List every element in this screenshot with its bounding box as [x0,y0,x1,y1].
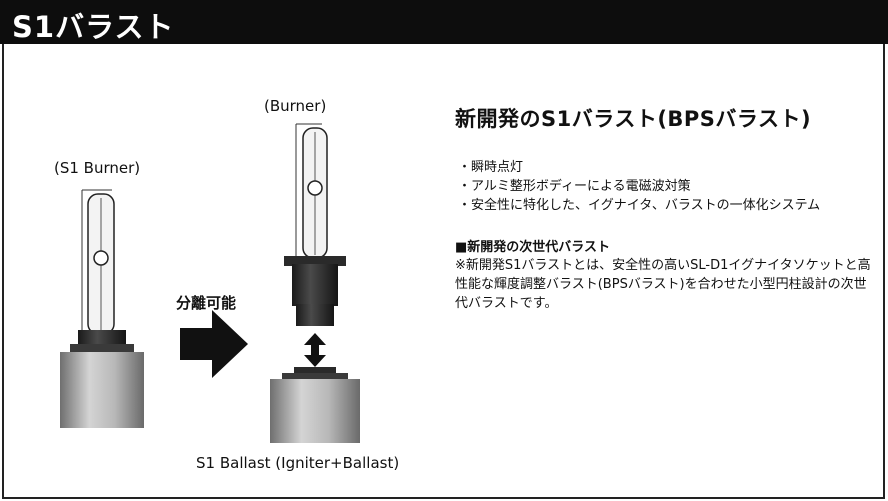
s1-burner-assembly [60,189,144,428]
section-heading: 新開発のS1バラスト(BPSバラスト) [455,107,812,131]
header-bar: S1バラスト [0,0,888,44]
page-title: S1バラスト [12,10,175,44]
s1-burner-label: (S1 Burner) [54,159,141,177]
separate-arrow-icon [180,310,248,378]
ballast-label: S1 Ballast (Igniter+Ballast) [196,454,400,472]
description-text: ※新開発S1バラストとは、安全性の高いSL-D1イグナイタソケットと高性能な輝度… [455,258,871,311]
burner-label: (Burner) [264,97,327,115]
feature-list: ・瞬時点灯 ・アルミ整形ボディーによる電磁波対策 ・安全性に特化した、イグナイタ… [458,158,820,215]
burner-base [292,264,338,306]
separable-label: 分離可能 [176,294,237,312]
ballast-cylinder [270,379,360,443]
burner-separated [284,123,346,326]
ballast-separated [270,367,360,443]
sub-heading: ■新開発の次世代バラスト [455,240,611,255]
ballast-cylinder [60,352,144,428]
feature-item: ・瞬時点灯 [458,160,524,175]
content-frame [2,44,885,499]
feature-item: ・アルミ整形ボディーによる電磁波対策 [458,179,691,194]
burner-base-ring [78,330,126,346]
connect-arrow-icon [304,333,326,367]
feature-item: ・安全性に特化した、イグナイタ、バラストの一体化システム [458,198,821,213]
